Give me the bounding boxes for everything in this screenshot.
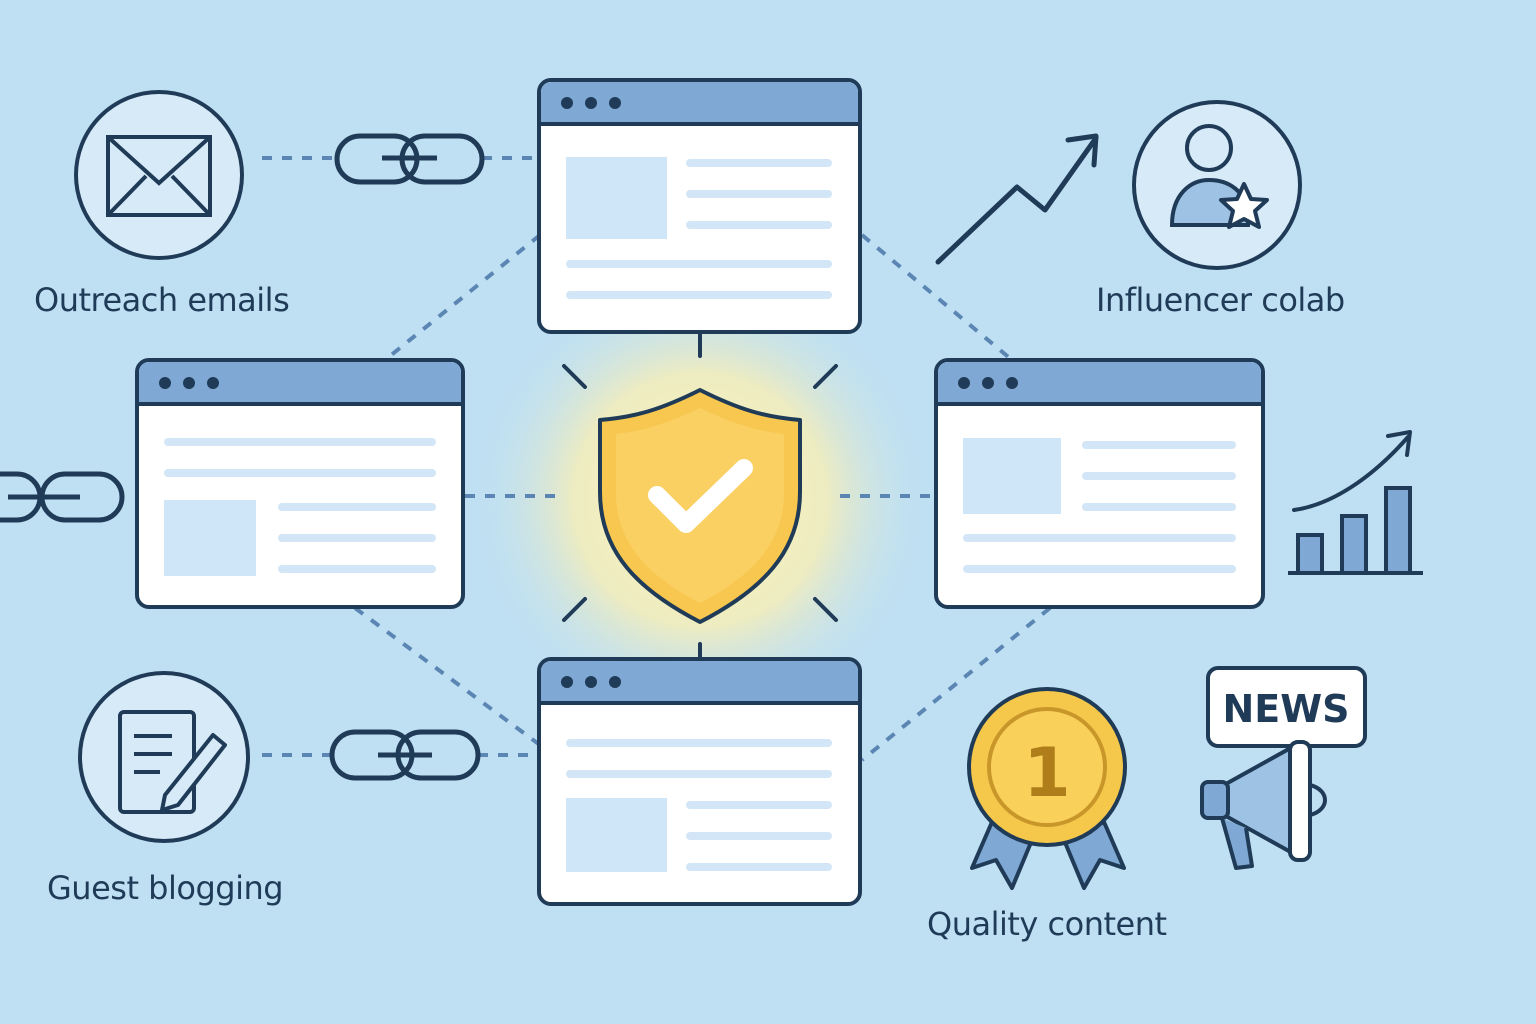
shield-check-icon — [598, 388, 802, 624]
trend-arrow-icon — [935, 133, 1099, 265]
megaphone-icon — [1200, 666, 1367, 870]
chain-link-icon-left — [0, 471, 125, 523]
envelope-icon — [74, 90, 244, 260]
medal-rank: 1 — [1023, 734, 1070, 813]
outreach-label: Outreach emails — [34, 281, 290, 319]
browser-window-right — [934, 358, 1265, 609]
browser-window-bottom — [537, 657, 862, 906]
influencer-label: Influencer colab — [1096, 281, 1345, 319]
chain-link-icon-bottom — [329, 729, 481, 781]
document-pencil-icon — [78, 671, 250, 843]
chain-link-icon — [334, 133, 485, 185]
news-badge: NEWS — [1222, 687, 1349, 731]
browser-window-left — [135, 358, 465, 609]
bar-chart-icon — [1288, 430, 1423, 575]
guest-label: Guest blogging — [47, 869, 284, 907]
quality-label: Quality content — [927, 905, 1167, 943]
medal-icon — [967, 687, 1127, 890]
browser-window-top — [537, 78, 862, 334]
dashed-connectors — [262, 156, 1052, 762]
user-star-icon — [1132, 100, 1302, 270]
